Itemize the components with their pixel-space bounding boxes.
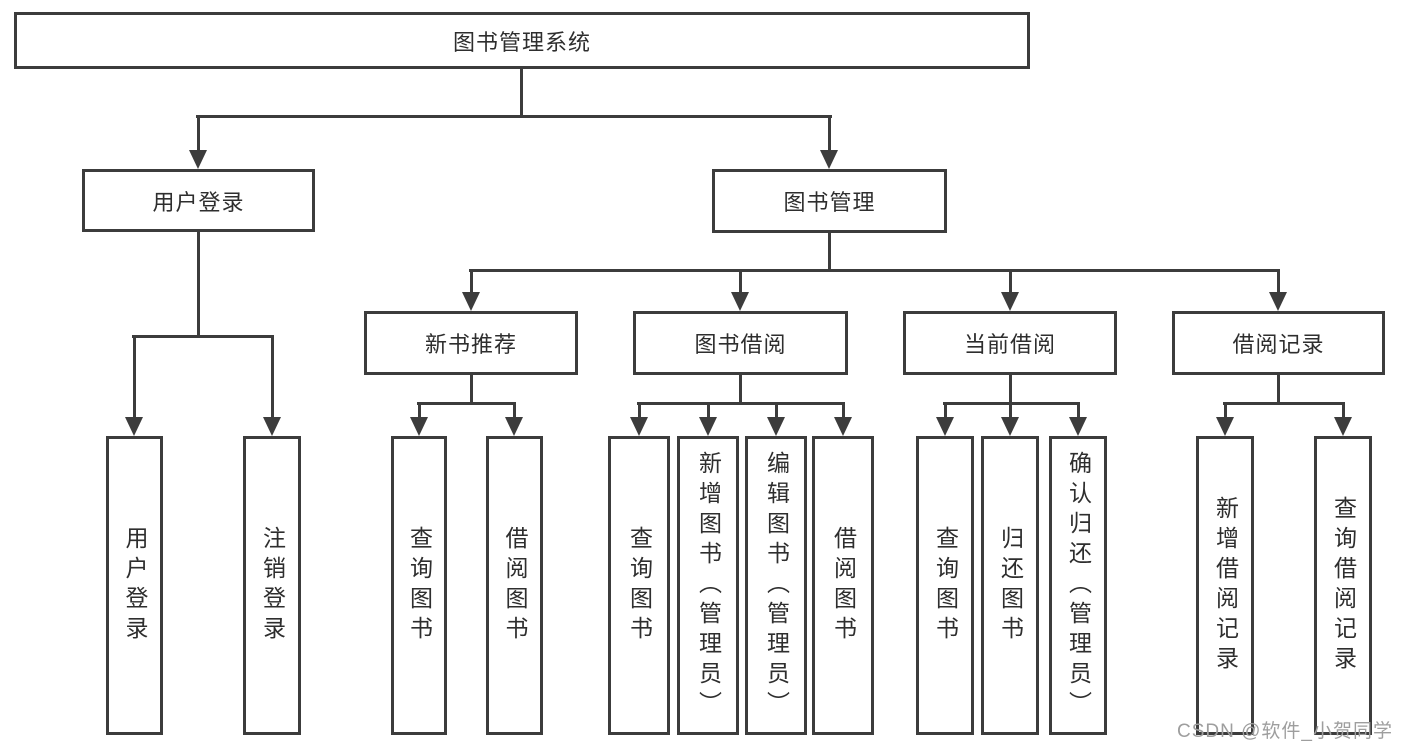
connector-line (775, 402, 778, 419)
connector-line (197, 232, 200, 337)
arrow-down-icon (263, 417, 281, 436)
leaf-user-login: 用户登录 (106, 436, 163, 735)
connector-line (132, 335, 274, 338)
connector-line (1277, 269, 1280, 294)
leaf-query-borrow-record: 查询借阅记录 (1314, 436, 1372, 735)
connector-line (1009, 402, 1012, 419)
arrow-down-icon (189, 150, 207, 169)
leaf-borrow-books-recommend: 借阅图书 (486, 436, 543, 735)
leaf-return-books: 归还图书 (981, 436, 1039, 735)
connector-line (842, 402, 845, 419)
arrow-down-icon (820, 150, 838, 169)
connector-line (1277, 375, 1280, 405)
connector-line (469, 269, 1280, 272)
connector-line (197, 115, 200, 152)
arrow-down-icon (936, 417, 954, 436)
node-book-management: 图书管理 (712, 169, 947, 233)
connector-line (739, 269, 742, 294)
arrow-down-icon (125, 417, 143, 436)
node-user-login: 用户登录 (82, 169, 315, 232)
leaf-query-books-borrowing: 查询图书 (608, 436, 670, 735)
arrow-down-icon (699, 417, 717, 436)
connector-line (417, 402, 516, 405)
connector-line (418, 402, 421, 419)
arrow-down-icon (1216, 417, 1234, 436)
node-root-library-system: 图书管理系统 (14, 12, 1030, 69)
connector-line (470, 269, 473, 294)
arrow-down-icon (1334, 417, 1352, 436)
leaf-query-books-current: 查询图书 (916, 436, 974, 735)
arrow-down-icon (410, 417, 428, 436)
connector-line (1224, 402, 1227, 419)
arrow-down-icon (1269, 292, 1287, 311)
connector-line (271, 335, 274, 419)
arrow-down-icon (731, 292, 749, 311)
connector-line (1223, 402, 1345, 405)
connector-line (944, 402, 947, 419)
leaf-logout: 注销登录 (243, 436, 301, 735)
connector-line (470, 375, 473, 405)
node-book-borrowing: 图书借阅 (633, 311, 848, 375)
leaf-edit-books-admin: 编辑图书（管理员） (745, 436, 807, 735)
connector-line (1009, 375, 1012, 405)
connector-line (1009, 269, 1012, 294)
leaf-add-borrow-record: 新增借阅记录 (1196, 436, 1254, 735)
connector-line (196, 115, 832, 118)
connector-line (520, 69, 523, 117)
connector-line (1077, 402, 1080, 419)
arrow-down-icon (834, 417, 852, 436)
node-borrowing-records: 借阅记录 (1172, 311, 1385, 375)
arrow-down-icon (630, 417, 648, 436)
leaf-query-books-recommend: 查询图书 (391, 436, 447, 735)
connector-line (637, 402, 845, 405)
connector-line (638, 402, 641, 419)
connector-line (707, 402, 710, 419)
csdn-watermark: CSDN @软件_小贺同学 (1177, 721, 1393, 742)
arrow-down-icon (462, 292, 480, 311)
connector-line (828, 115, 831, 152)
connector-line (133, 335, 136, 419)
connector-line (513, 402, 516, 419)
connector-line (1342, 402, 1345, 419)
arrow-down-icon (505, 417, 523, 436)
leaf-confirm-return-admin: 确认归还（管理员） (1049, 436, 1107, 735)
node-current-borrowing: 当前借阅 (903, 311, 1117, 375)
leaf-borrow-books: 借阅图书 (812, 436, 874, 735)
node-new-book-recommend: 新书推荐 (364, 311, 578, 375)
connector-line (828, 233, 831, 272)
arrow-down-icon (1069, 417, 1087, 436)
connector-line (739, 375, 742, 405)
arrow-down-icon (1001, 292, 1019, 311)
arrow-down-icon (1001, 417, 1019, 436)
leaf-add-books-admin: 新增图书（管理员） (677, 436, 739, 735)
arrow-down-icon (767, 417, 785, 436)
